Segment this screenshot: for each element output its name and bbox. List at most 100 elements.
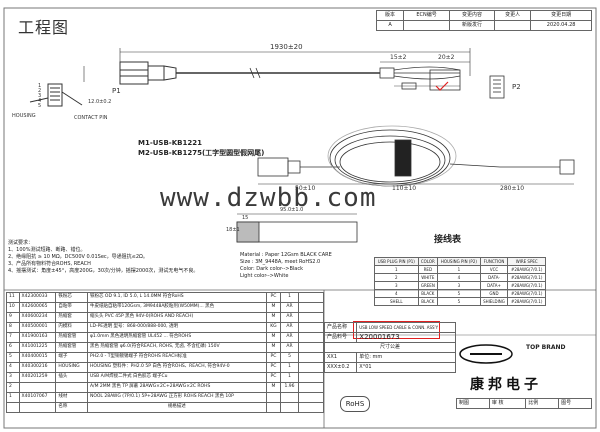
bom-qty: [280, 392, 299, 403]
bom-cs: M: [265, 382, 282, 393]
wiring-row: SHELL BLACK 5 SHIELDING #28AWG(7/0.1): [374, 297, 546, 306]
tolerance-xx: XXX±0.2: [323, 362, 358, 373]
bom-pn: X40107067: [18, 392, 57, 403]
bom-no: 2: [6, 382, 20, 393]
material-line: Material : Paper 12Gsm BLACK CARE: [240, 252, 332, 258]
note-item: 1、100%测试短路、断路、错位。: [8, 247, 86, 253]
bom-name: 热缩套管: [55, 342, 88, 353]
wiring-header: FUNCTION: [479, 257, 509, 266]
wiring-cell: 2: [374, 273, 419, 282]
bom-name: 热缩套: [55, 312, 88, 323]
bom-qty: 1: [280, 292, 299, 303]
pin-number: 1: [38, 83, 42, 89]
bom-spec: A/M 2MM 黑色 TP 屏蔽 28AWG×2C+28AWG×2C ROHS: [86, 382, 267, 393]
bom-cs: M: [265, 302, 282, 313]
material-line: Light color-->White: [240, 273, 289, 279]
wiring-cell: #28AWG(7/0.1): [507, 297, 546, 306]
housing-label: HOUSING: [12, 113, 36, 119]
wiring-cell: 3: [374, 281, 419, 290]
wiring-cell: 4: [374, 289, 419, 298]
bom-qty: 5: [280, 352, 299, 363]
bom-qty: AR: [280, 322, 299, 333]
wiring-header: USB PLUG PIN (P1): [374, 257, 419, 266]
tolerance-angle: X°01: [356, 362, 456, 373]
bom-name: 内模料: [55, 322, 88, 333]
bom-pn: X42600065: [18, 302, 57, 313]
bom-no: 3: [6, 372, 20, 383]
note-item: 4、摇摆测试：角度±45°，高度200G，30次/分钟，摇摆2000次，测试无电…: [8, 268, 199, 274]
bom-pn: X40300216: [18, 362, 57, 373]
bom-cs: PC: [265, 352, 282, 363]
dim-280: 280±10: [500, 185, 525, 192]
watermark: www.dzwbb.com: [160, 183, 377, 213]
wiring-row: 2 WHITE 4 DATA- #28AWG(7/0.1): [374, 273, 546, 282]
revision-table: 版本 ECN编号 变更内容 变更人 变更日期 A 新版发行 2020.04.28: [375, 10, 592, 31]
bom-note: [297, 372, 325, 383]
bom-cs: PC: [265, 372, 282, 383]
label-height-dim: 18±1: [226, 227, 240, 233]
bom-no: 6: [6, 342, 20, 353]
bom-name: 插头: [55, 372, 88, 383]
bom-no: 10: [6, 302, 20, 313]
bom-no: 11: [6, 292, 20, 303]
wiring-cell: #28AWG(7/0.1): [507, 281, 546, 290]
bom-note: [297, 332, 325, 343]
bom-spec: 黑色 热缩套管 φ6.0(符合REACH, ROHS, 无卤, 不含红磷) 15…: [86, 342, 267, 353]
wiring-header: HOUSING PIN (P2): [437, 257, 481, 266]
bom-spec: 缩头头 PVC 45P 黑色 94V-0(ROHS AND REACH): [86, 312, 267, 323]
rev-header: 变更日期: [530, 10, 592, 21]
rev-cell: A: [375, 20, 405, 31]
dim-110: 110±10: [392, 185, 417, 192]
bom-qty: 1: [280, 372, 299, 383]
rev-header: ECN编号: [403, 10, 450, 21]
wiring-row: 4 BLACK 5 GND #28AWG(7/0.1): [374, 289, 546, 298]
pin-number: 2: [38, 88, 42, 94]
bom-pn: X40500001: [18, 322, 57, 333]
bom-note: [297, 322, 325, 333]
part-no: X20001673: [356, 332, 456, 343]
rev-cell: [403, 20, 450, 31]
rev-header: 变更内容: [448, 10, 496, 21]
drawing-title: 工程图: [18, 18, 70, 37]
dim-15: 15±2: [390, 54, 407, 61]
bom-note: [297, 312, 325, 323]
wiring-cell: SHIELDING: [479, 297, 509, 306]
rev-cell: 新版发行: [448, 20, 496, 31]
wiring-row: 3 GREEN 3 DATA+ #28AWG(7/0.1): [374, 281, 546, 290]
notes-heading: 测试要求：: [8, 240, 34, 246]
wiring-cell: BLACK: [417, 297, 439, 306]
wiring-cell: VCC: [479, 265, 509, 274]
product-name: USB LOW SPEED CABLE & CONN. ASS'Y: [356, 322, 456, 333]
bom-name: 自粘带: [55, 302, 88, 313]
test-requirements: 测试要求： 1、100%测试短路、断路、错位。 2、绝缘阻抗 ≥ 10 MΩ，D…: [8, 240, 308, 275]
tolerance-x: XX1: [323, 352, 358, 363]
wiring-cell: DATA-: [479, 273, 509, 282]
bom-note: [297, 392, 325, 403]
pin-number: 3: [38, 93, 42, 99]
bom-note: [297, 352, 325, 363]
coiled-cable: [257, 125, 575, 187]
note-item: 2、绝缘阻抗 ≥ 10 MΩ，DC500V 0.01Sec，导通阻抗≤2Ω。: [8, 254, 148, 260]
bom-no: 9: [6, 312, 20, 323]
wiring-cell: #28AWG(7/0.1): [507, 273, 546, 282]
bom-pn: X41900163: [18, 332, 57, 343]
wiring-cell: 1: [437, 265, 481, 274]
bom-footer-name: 名称: [55, 402, 88, 413]
label-small-dim: 15: [242, 215, 249, 221]
note-item: 3、产品所有物料符合ROHS, REACH: [8, 261, 91, 267]
wiring-cell: 1: [374, 265, 419, 274]
title-block: 产品名称 USB LOW SPEED CABLE & CONN. ASS'Y 产…: [323, 322, 456, 373]
rev-header: 变更人: [494, 10, 532, 21]
bom-name: 铁粉芯: [55, 292, 88, 303]
bom-name: 线材: [55, 392, 88, 403]
bom-note: [297, 292, 325, 303]
wiring-cell: GND: [479, 289, 509, 298]
company-logo-box: [456, 340, 592, 398]
label-p2: P2: [512, 83, 521, 91]
bom-qty: AR: [280, 312, 299, 323]
bom-cs: PC: [265, 362, 282, 373]
